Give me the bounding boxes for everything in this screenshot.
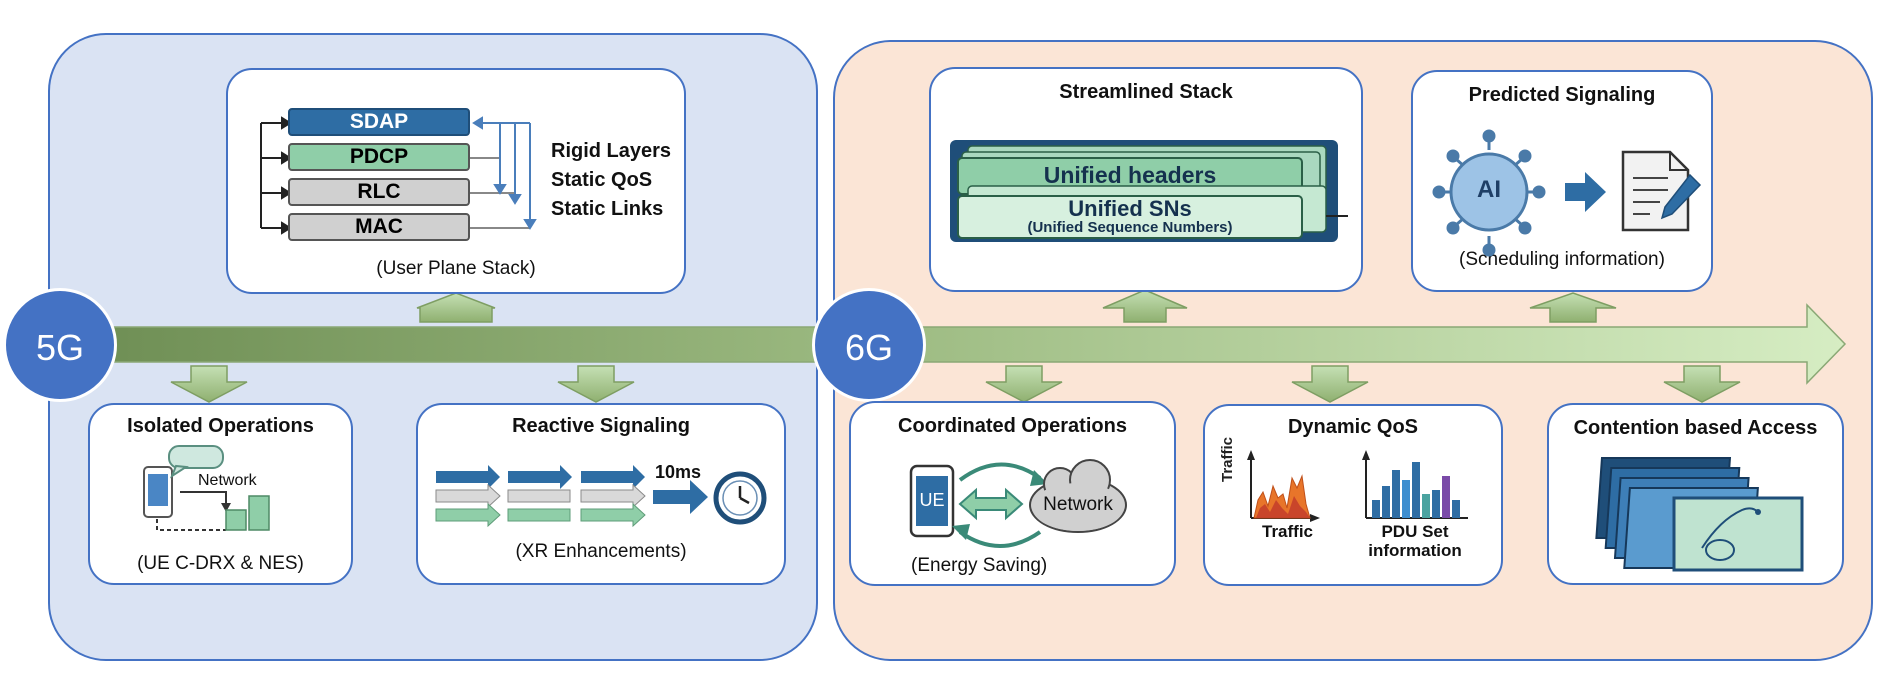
traffic-label: Traffic (1262, 522, 1314, 541)
note-rigid-layers: Rigid Layers (551, 140, 672, 162)
coordinated-operations-title: Coordinated Operations (898, 415, 1127, 437)
coordinated-operations-caption: (Energy Saving) (911, 555, 1048, 576)
coordinated-operations-box: Coordinated Operations (Energy Saving) (849, 401, 1176, 586)
stacked-frames-icon (1595, 457, 1804, 572)
note-static-qos: Static QoS (551, 169, 653, 191)
chat-bubble-icon (168, 445, 224, 479)
traffic-chart-icon (1247, 450, 1320, 522)
isolated-operations-box: Isolated Operations (UE C-DRX & NES) (88, 403, 353, 585)
pdu-information-label: information (1368, 541, 1462, 560)
timeline-arrow (99, 303, 1847, 385)
down-arrow-contention (1663, 365, 1741, 403)
rlc-layer: RLC (288, 178, 470, 206)
sync-arrow-top (958, 462, 1042, 482)
delay-arrow-icon (653, 480, 708, 514)
ue-phone-icon (909, 464, 955, 538)
phone-icon (143, 466, 173, 518)
generation-6g-badge: 6G (812, 288, 926, 402)
unified-headers-label: Unified headers (1043, 162, 1217, 188)
network-cloud-icon (1029, 459, 1127, 533)
delay-label: 10ms (655, 462, 702, 482)
pdu-chart-icon (1362, 450, 1468, 519)
coordinated-network-label: Network (1043, 494, 1113, 515)
up-arrow-predicted (1529, 292, 1617, 323)
pen-icon (1660, 173, 1702, 220)
predict-arrow-icon (1565, 172, 1606, 212)
contention-access-title: Contention based Access (1573, 417, 1818, 439)
ai-label: AI (1477, 176, 1501, 203)
predicted-signaling-title: Predicted Signaling (1468, 84, 1656, 106)
streamlined-stack-title: Streamlined Stack (1059, 81, 1233, 103)
user-plane-caption: (User Plane Stack) (376, 258, 536, 279)
down-arrow-coordinated (985, 365, 1063, 403)
clock-icon (713, 471, 767, 525)
mac-layer: MAC (288, 213, 470, 241)
bidirectional-arrow-icon (958, 487, 1024, 521)
isolated-operations-title: Isolated Operations (127, 415, 314, 437)
up-arrow-streamlined (1102, 289, 1188, 323)
note-static-links: Static Links (551, 198, 664, 220)
generation-5g-badge: 5G (3, 288, 117, 402)
reactive-signaling-title: Reactive Signaling (512, 415, 690, 437)
network-boxes-icon (225, 495, 270, 531)
down-arrow-isolated (170, 365, 248, 403)
down-arrow-dynamic-qos (1291, 365, 1369, 403)
pdcp-layer: PDCP (288, 143, 470, 171)
sync-arrow-bottom (958, 530, 1042, 548)
predicted-signaling-caption: (Scheduling information) (1459, 249, 1665, 270)
sdap-layer: SDAP (288, 108, 470, 136)
unified-sns-label: Unified SNs (1068, 196, 1192, 221)
signal-arrows-icon (435, 465, 646, 528)
ue-label: UE (919, 490, 945, 510)
down-arrow-reactive (557, 365, 635, 403)
isolated-network-label: Network (198, 472, 257, 489)
unified-sns-subtitle: (Unified Sequence Numbers) (1027, 219, 1233, 236)
dynamic-qos-box: Dynamic QoS (1203, 404, 1503, 586)
reactive-signaling-caption: (XR Enhancements) (515, 541, 687, 562)
dynamic-qos-title: Dynamic QoS (1287, 416, 1419, 438)
pdu-set-label: PDU Set (1381, 522, 1449, 541)
ai-chip-icon (1432, 129, 1546, 257)
isolated-operations-caption: (UE C-DRX & NES) (137, 553, 304, 574)
